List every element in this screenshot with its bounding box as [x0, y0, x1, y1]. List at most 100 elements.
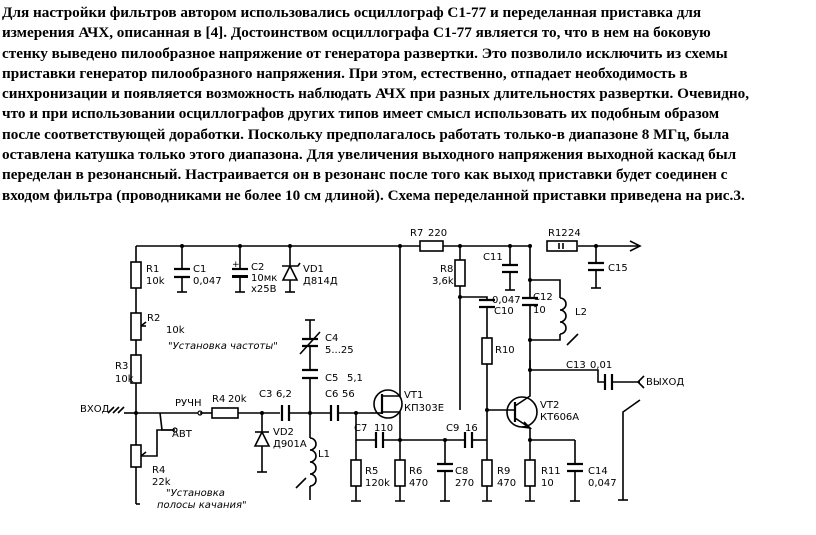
capacitor-c6: C6 56	[310, 389, 370, 421]
c1-label: C1	[193, 264, 206, 275]
paragraph-line: стенку выведено пилообразное напряжение …	[2, 44, 728, 62]
resistor-r6: R6 470	[394, 440, 428, 502]
capacitor-c10: 0,047 C10	[460, 295, 521, 330]
c14-value: 0,047	[588, 478, 617, 489]
r4-label: R4	[152, 465, 165, 476]
tuning-branch: C4 5...25 C5 5,1 L1	[295, 319, 363, 500]
c10-value: 0,047	[492, 295, 521, 306]
r7-label: R7	[410, 228, 423, 239]
capacitor-c9: C9 16	[446, 423, 487, 448]
l2-label: L2	[575, 307, 587, 318]
transistor-vt2: VT2 КТ606А	[485, 395, 579, 440]
output-section: C13 0,01 ВЫХОД	[529, 360, 684, 390]
r1-label: R1	[146, 264, 159, 275]
c7-label: C7	[354, 423, 367, 434]
band-setting-label-2: полосы качания"	[157, 500, 247, 511]
capacitor-c14: C14 0,047	[567, 440, 617, 502]
c15-label: C15	[608, 263, 628, 274]
vt2-value: КТ606А	[540, 412, 579, 423]
r7-value: 220	[428, 228, 447, 239]
capacitor-c2: + C2 10мк х25В	[232, 244, 277, 295]
r11-value: 10	[541, 478, 554, 489]
capacitor-c3: C3 6,2	[259, 389, 310, 421]
tank-circuit: C12 10 L2	[522, 244, 587, 395]
svg-text:+: +	[232, 260, 240, 270]
r12-label: R12	[548, 228, 568, 239]
auto-label: АВТ	[172, 429, 193, 440]
resistor-r5: R5 120k	[350, 440, 390, 502]
resistor-r12: R12 24	[546, 228, 581, 252]
paragraph-line: синхронизации и появляется возможность н…	[2, 85, 750, 103]
c5-value: 5,1	[347, 373, 363, 384]
frequency-setting-label: "Установка частоты"	[168, 341, 278, 352]
r6-value: 470	[409, 478, 428, 489]
c9-value: 16	[465, 423, 478, 434]
c2-value-2: х25В	[251, 284, 277, 295]
vd1-value: Д814Д	[303, 276, 338, 287]
vd2-label: VD2	[273, 427, 294, 438]
r2-value: 10k	[166, 325, 185, 336]
vd1-label: VD1	[303, 264, 324, 275]
r3-value: 10k	[115, 374, 134, 385]
paragraph-line: после соответствующей доработки. Посколь…	[2, 125, 730, 143]
capacitor-c8: C8 270	[400, 438, 474, 502]
c2-label: C2	[251, 262, 264, 273]
c5-label: C5	[325, 373, 338, 384]
c6-value: 56	[342, 389, 355, 400]
r9-label: R9	[497, 466, 510, 477]
r8-label: R8	[440, 264, 453, 275]
resistor-r8: R8 3,6k	[432, 244, 466, 410]
potentiometer-r4: R4 22k "Установка полосы качания"	[130, 429, 247, 511]
c13-value: 0,01	[590, 360, 612, 371]
c4-label: C4	[325, 333, 338, 344]
manual-label: РУЧН	[175, 398, 202, 409]
r3-label: R3	[115, 361, 128, 372]
r4-value: 22k	[152, 477, 171, 488]
r10-label: R10	[495, 345, 515, 356]
c6-label: C6	[325, 389, 338, 400]
c3-value: 6,2	[276, 389, 292, 400]
r5-value: 120k	[365, 478, 390, 489]
resistor-r9: R9 470	[481, 410, 516, 502]
resistor-r4-series: R4 20k	[200, 394, 280, 419]
c8-label: C8	[455, 466, 468, 477]
capacitor-c15: C15	[588, 244, 628, 289]
transistor-vt1: VT1 КП303Е	[370, 244, 444, 440]
input-section: ВХОД РУЧН АВТ	[80, 398, 203, 440]
c12-value: 10	[533, 305, 546, 316]
c12-label: C12	[533, 292, 553, 303]
paragraph-line: что и при использовании осциллографов др…	[2, 105, 720, 123]
r4-series-value: 20k	[228, 394, 247, 405]
output-ground-connector	[618, 399, 641, 501]
c11-label: C11	[483, 252, 503, 263]
c9-label: C9	[446, 423, 459, 434]
c7-value: 110	[374, 423, 393, 434]
r9-value: 470	[497, 478, 516, 489]
c4-value: 5...25	[325, 345, 354, 356]
paragraph-line: приставки генератор пилообразного напряж…	[2, 64, 688, 82]
resistor-r3: R3 10k	[115, 340, 160, 414]
l1-label: L1	[318, 449, 330, 460]
resistor-r1: R1 10k	[130, 246, 165, 313]
r1-value: 10k	[146, 276, 165, 287]
r8-value: 3,6k	[432, 276, 454, 287]
power-rail	[136, 240, 642, 252]
vd2-value: Д901А	[273, 439, 307, 450]
resistor-r7: R7 220	[410, 228, 447, 252]
r12-value: 24	[568, 228, 581, 239]
resistor-r11: R11 10	[524, 438, 575, 502]
vt2-label: VT2	[540, 400, 559, 411]
varicap-vd2: VD2 Д901А	[253, 411, 307, 473]
output-label: ВЫХОД	[646, 377, 684, 388]
c2-value-1: 10мк	[251, 273, 277, 284]
circuit-schematic: R1 10k C1 0,047 + C2 10мк х25В VD1 Д814Д	[80, 228, 684, 511]
band-setting-label-1: "Установка	[166, 488, 225, 499]
article-paragraph: Для настройки фильтров автором использов…	[2, 3, 814, 206]
potentiometer-r2: R2 10k "Установка частоты"	[130, 312, 278, 352]
r4-series-label: R4	[212, 394, 225, 405]
vt1-value: КП303Е	[404, 403, 444, 414]
r6-label: R6	[409, 466, 422, 477]
capacitor-c1: C1 0,047	[174, 244, 222, 293]
r5-label: R5	[365, 466, 378, 477]
c3-label: C3	[259, 389, 272, 400]
